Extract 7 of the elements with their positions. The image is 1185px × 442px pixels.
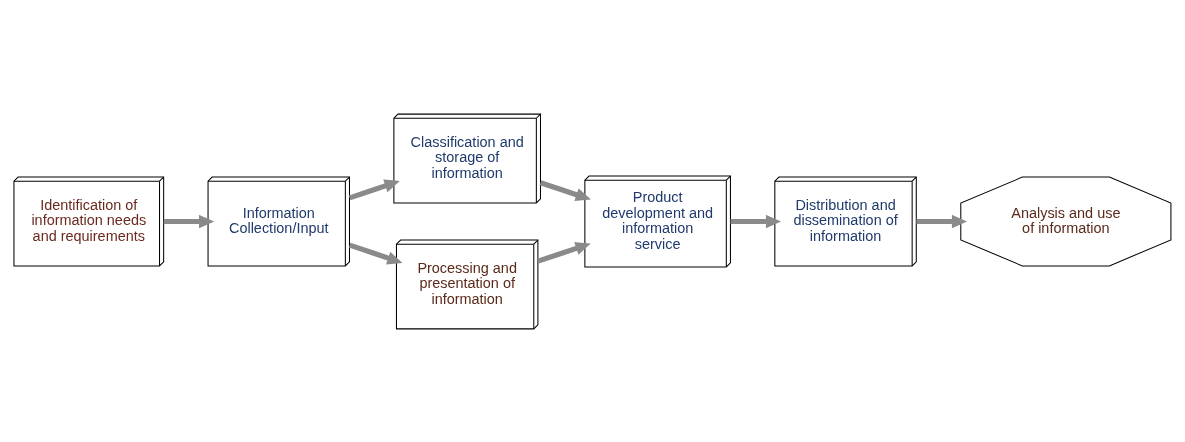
arrow — [163, 214, 215, 228]
arrow — [539, 179, 591, 201]
arrow — [730, 214, 782, 228]
arrow — [348, 179, 400, 200]
arrow — [537, 241, 591, 264]
arrow — [348, 242, 403, 264]
arrow — [916, 214, 968, 228]
